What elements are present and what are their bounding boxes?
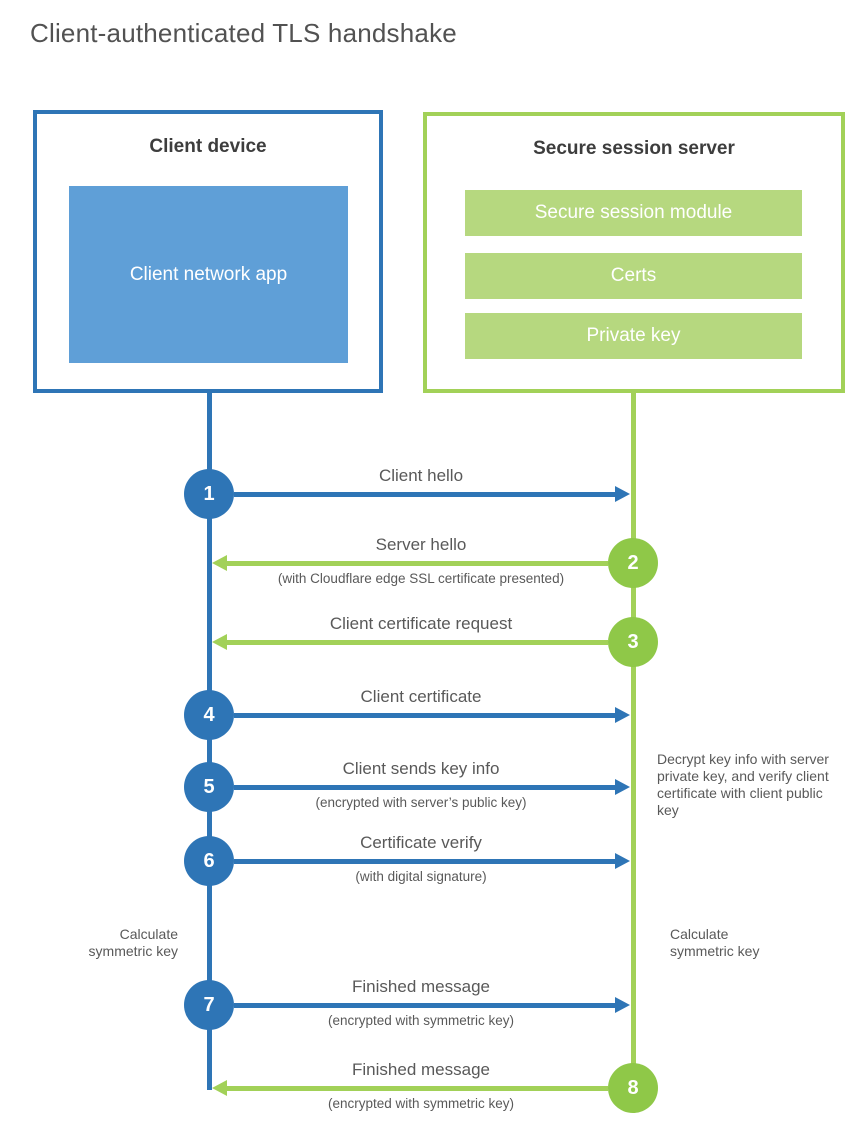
client-network-app-label: Client network app — [129, 263, 288, 285]
sublabel-certificate-verify: (with digital signature) — [355, 869, 487, 884]
arrowhead-right-icon — [615, 853, 630, 869]
arrow-finished-client — [234, 997, 630, 1013]
label-client-key-info: Client sends key info — [342, 759, 500, 778]
arrow-client-hello — [234, 486, 630, 502]
label-client-cert-request: Client certificate request — [329, 614, 513, 633]
note-calculate-symmetric-key-client: Calculate symmetric key — [88, 926, 178, 959]
sublabel-finished-server: (encrypted with symmetric key) — [327, 1096, 515, 1111]
arrow-client-cert-request — [212, 634, 608, 650]
step-3-badge: 3 — [608, 617, 658, 667]
step-7-badge: 7 — [184, 980, 234, 1030]
label-certificate-verify: Certificate verify — [360, 833, 482, 852]
label-client-hello: Client hello — [378, 466, 464, 485]
module-private-key: Private key — [465, 313, 802, 359]
step-5-badge: 5 — [184, 762, 234, 812]
arrowhead-right-icon — [615, 997, 630, 1013]
sublabel-client-key-info: (encrypted with server’s public key) — [315, 795, 527, 810]
step-8-badge: 8 — [608, 1063, 658, 1113]
label-server-hello: Server hello — [375, 535, 467, 554]
label-finished-server: Finished message — [352, 1060, 490, 1079]
sublabel-server-hello: (with Cloudflare edge SSL certificate pr… — [277, 571, 565, 586]
label-client-certificate: Client certificate — [360, 687, 482, 706]
server-lifeline — [631, 393, 636, 1090]
arrow-client-certificate — [234, 707, 630, 723]
arrow-certificate-verify — [234, 853, 630, 869]
arrow-client-key-info — [234, 779, 630, 795]
client-network-app-box: Client network app — [69, 186, 348, 363]
arrowhead-right-icon — [615, 486, 630, 502]
sublabel-finished-client: (encrypted with symmetric key) — [327, 1013, 515, 1028]
note-calculate-symmetric-key-server: Calculate symmetric key — [670, 926, 760, 959]
secure-session-server-title: Secure session server — [533, 138, 735, 159]
client-lifeline — [207, 393, 212, 1090]
secure-session-server-box: Secure session server Secure session mod… — [423, 112, 845, 393]
arrowhead-right-icon — [615, 707, 630, 723]
step-2-badge: 2 — [608, 538, 658, 588]
page-title: Client-authenticated TLS handshake — [30, 18, 457, 48]
arrow-server-hello — [212, 555, 608, 571]
client-device-box: Client device Client network app — [33, 110, 383, 393]
arrowhead-left-icon — [212, 634, 227, 650]
module-secure-session: Secure session module — [465, 190, 802, 236]
client-device-title: Client device — [149, 136, 267, 157]
step-1-badge: 1 — [184, 469, 234, 519]
module-certs: Certs — [465, 253, 802, 299]
arrow-finished-server — [212, 1080, 608, 1096]
note-decrypt-key-info: Decrypt key info with server private key… — [657, 751, 829, 818]
step-6-badge: 6 — [184, 836, 234, 886]
arrowhead-left-icon — [212, 1080, 227, 1096]
arrowhead-right-icon — [615, 779, 630, 795]
label-finished-client: Finished message — [352, 977, 490, 996]
step-4-badge: 4 — [184, 690, 234, 740]
arrowhead-left-icon — [212, 555, 227, 571]
